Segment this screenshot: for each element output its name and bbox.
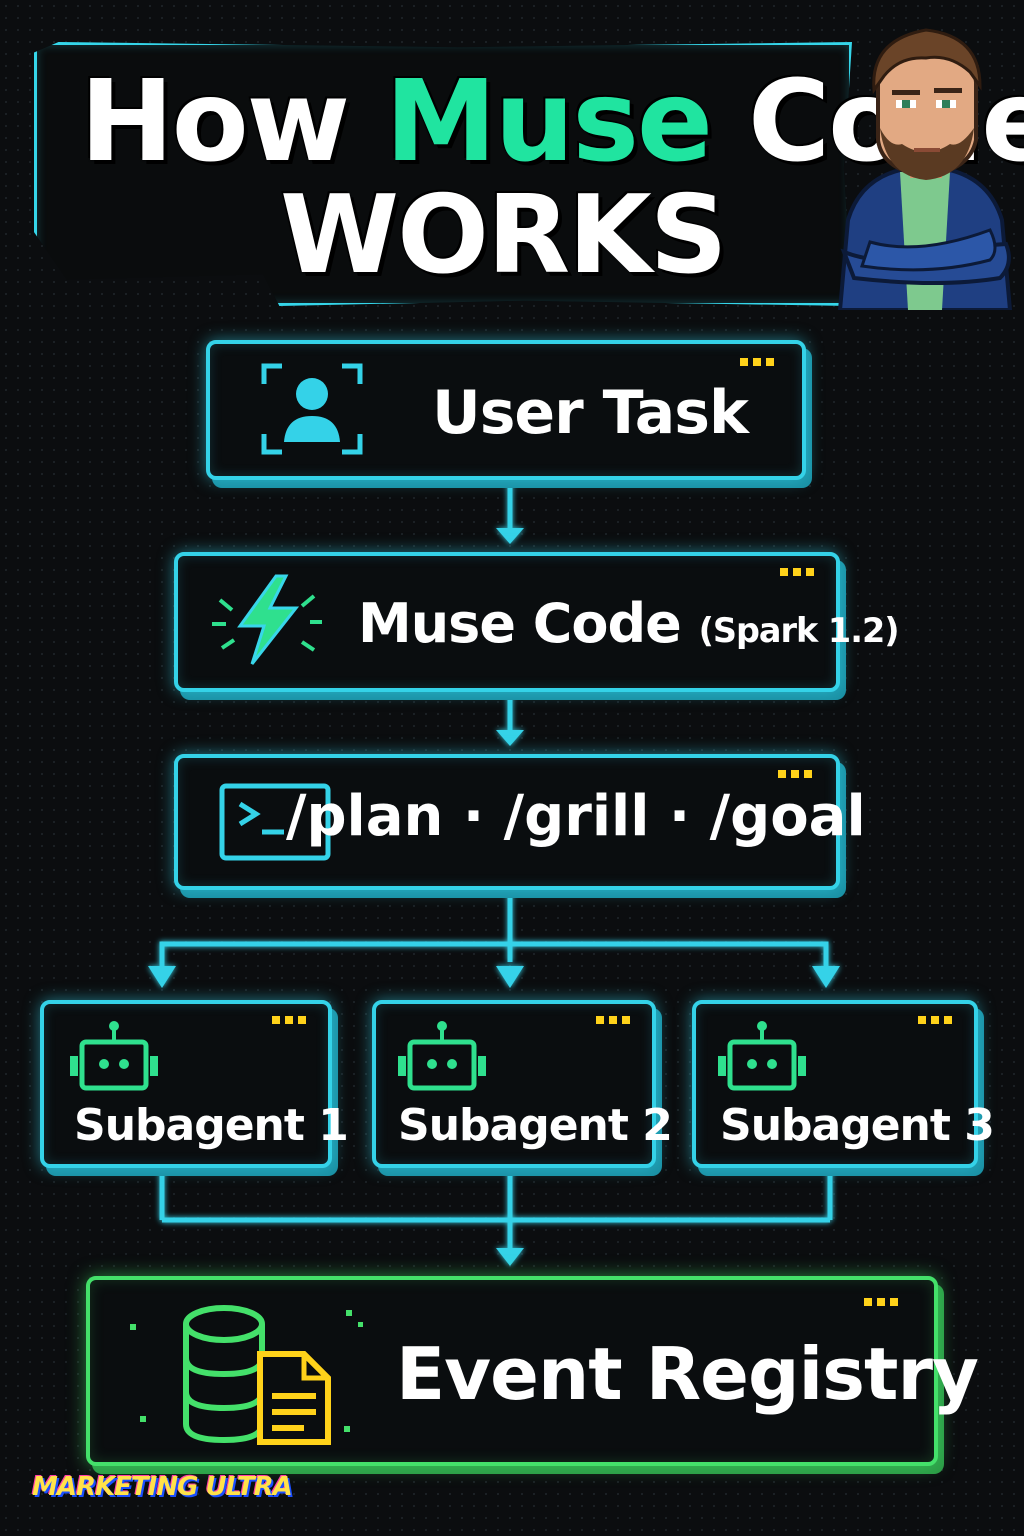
terminal-icon xyxy=(219,783,331,861)
status-dots xyxy=(918,1016,952,1024)
title-word-muse: Muse xyxy=(385,57,713,187)
status-dots xyxy=(596,1016,630,1024)
status-dots xyxy=(272,1016,306,1024)
user-task-node: User Task xyxy=(206,340,806,480)
commands-label: /plan · /grill · /goal xyxy=(286,784,866,849)
muse-code-name: Muse Code xyxy=(358,592,682,655)
commands-node: /plan · /grill · /goal xyxy=(174,754,866,890)
subagent-3-label: Subagent 3 xyxy=(720,1100,995,1151)
status-dots xyxy=(864,1298,898,1306)
robot-icon xyxy=(70,1021,158,1091)
user-task-label: User Task xyxy=(432,378,749,448)
event-registry-node: Event Registry xyxy=(86,1276,979,1466)
title-word-how: How xyxy=(80,57,350,187)
robot-icon xyxy=(398,1021,486,1091)
subagent-1-label: Subagent 1 xyxy=(74,1100,349,1151)
muse-code-label: Muse Code (Spark 1.2) xyxy=(358,592,900,655)
avatar xyxy=(837,28,1013,310)
title-line-2: Works xyxy=(280,182,728,290)
event-registry-label: Event Registry xyxy=(396,1332,979,1416)
muse-code-node: Muse Code (Spark 1.2) xyxy=(174,552,900,692)
subagent-2-label: Subagent 2 xyxy=(398,1100,673,1151)
subagent-2-node: Subagent 2 xyxy=(372,1000,673,1168)
watermark-logo: MARKETING ULTRA xyxy=(32,1472,293,1502)
subagent-1-node: Subagent 1 xyxy=(40,1000,349,1168)
lightning-icon xyxy=(212,574,322,665)
title-word-works: Works xyxy=(280,173,728,298)
user-icon xyxy=(261,363,363,455)
robot-icon xyxy=(718,1021,806,1091)
status-dots xyxy=(740,358,774,366)
subagent-3-node: Subagent 3 xyxy=(692,1000,995,1168)
status-dots xyxy=(780,568,814,576)
status-dots xyxy=(778,770,812,778)
title-banner xyxy=(34,42,852,306)
muse-code-version: (Spark 1.2) xyxy=(698,611,900,650)
database-document-icon xyxy=(130,1305,363,1445)
